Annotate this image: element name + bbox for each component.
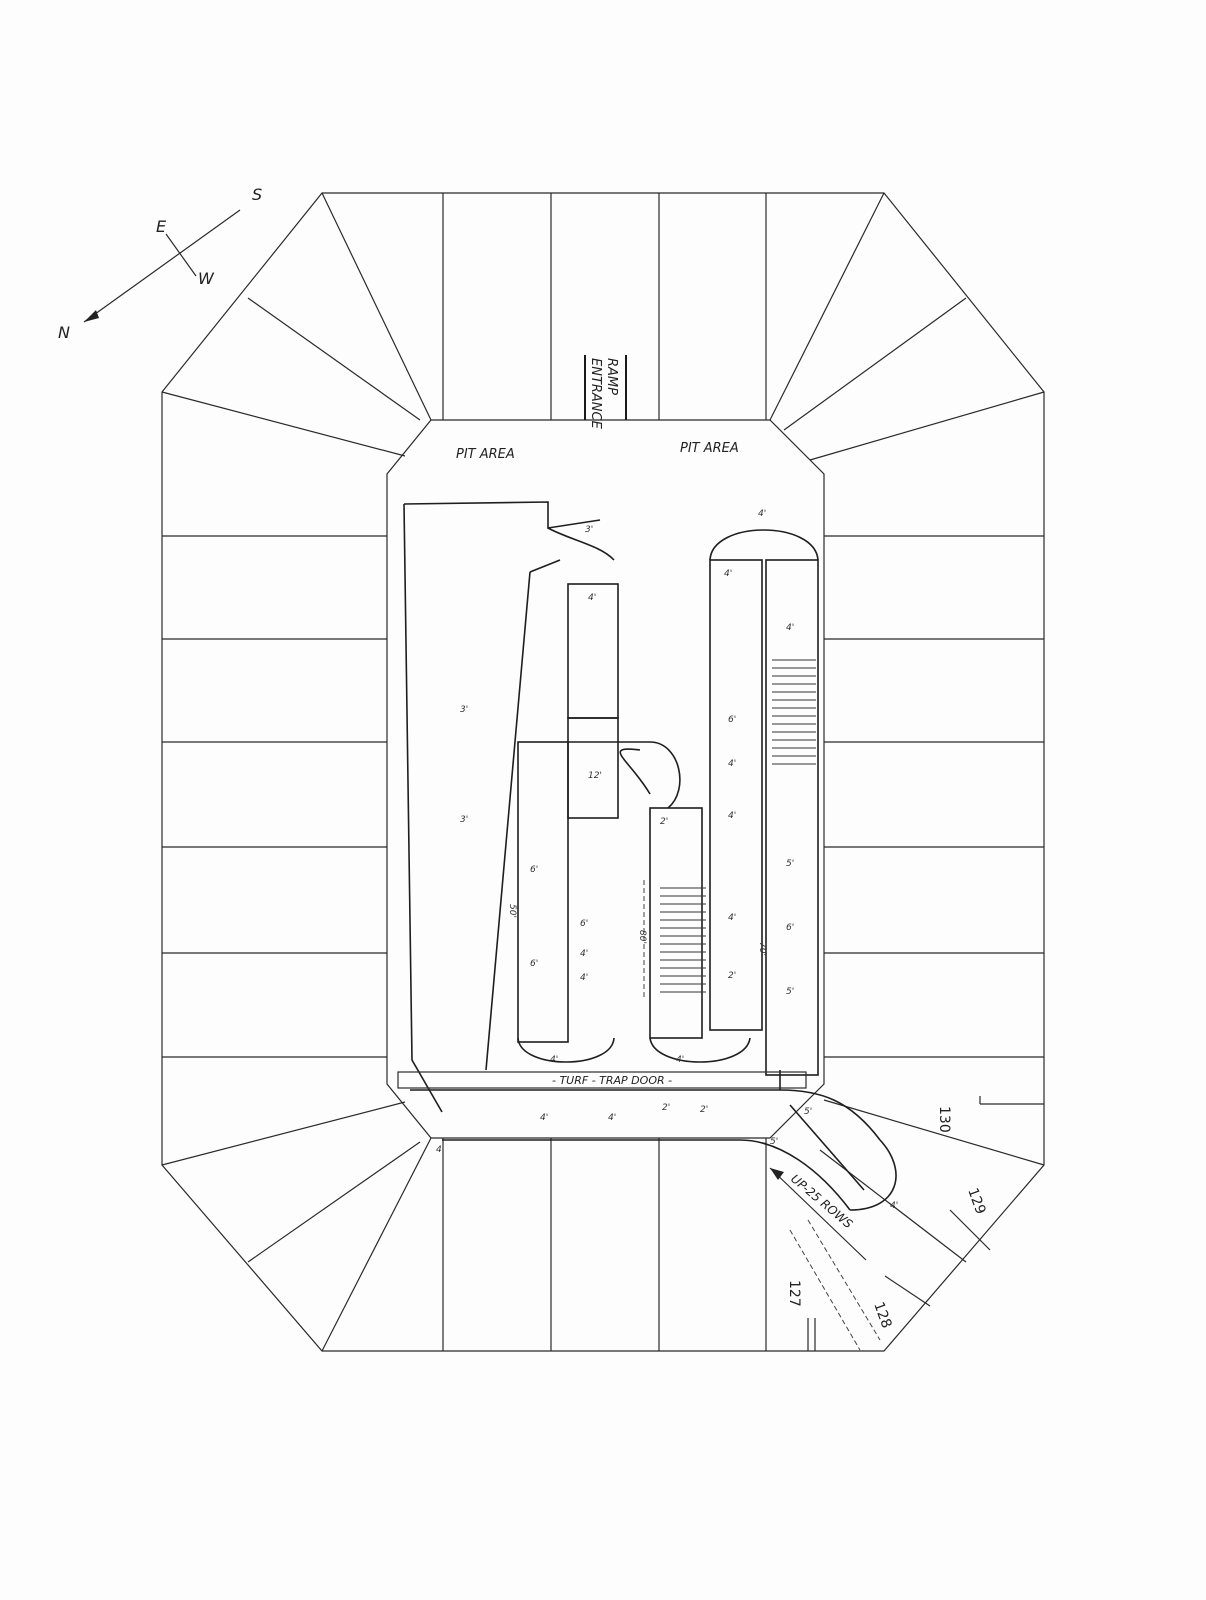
turf-trap-door: - TURF - TRAP DOOR - bbox=[397, 1071, 807, 1089]
jump-height: 4' bbox=[728, 811, 736, 821]
jump-height: 2' bbox=[662, 1103, 670, 1113]
jump-height: 4' bbox=[724, 569, 732, 579]
jump-height: 6' bbox=[530, 865, 538, 875]
jump-height: 5' bbox=[770, 1137, 778, 1147]
jump-height: 4' bbox=[786, 623, 794, 633]
jump-height: 4' bbox=[436, 1145, 444, 1155]
ramp-entrance: RAMP ENTRANCE bbox=[584, 355, 627, 430]
jump-height: 4' bbox=[580, 949, 588, 959]
jump-height: 4' bbox=[676, 1055, 684, 1065]
compass-east: E bbox=[156, 217, 167, 236]
jump-height: 4' bbox=[728, 913, 736, 923]
entrance-label: ENTRANCE bbox=[588, 358, 603, 430]
jump-height: 2' bbox=[728, 971, 736, 981]
jump-height: 3' bbox=[460, 815, 468, 825]
trap-door-label: - TURF - TRAP DOOR - bbox=[552, 1074, 672, 1087]
dimension-label: 70' bbox=[757, 942, 767, 956]
compass-north: N bbox=[58, 323, 70, 342]
jump-height: 4' bbox=[890, 1201, 898, 1211]
section-129: 129 bbox=[964, 1186, 988, 1217]
pit-area-left: PIT AREA bbox=[456, 447, 515, 462]
section-128: 128 bbox=[870, 1300, 894, 1331]
jump-height: 4' bbox=[580, 973, 588, 983]
jump-heights: 3' 3' 3' 4' 12' 2' 6' 6' 6' 4' 4' 4' 4' … bbox=[436, 509, 898, 1211]
jump-height: 4' bbox=[728, 759, 736, 769]
jump-height: 12' bbox=[588, 771, 602, 781]
section-127: 127 bbox=[786, 1280, 802, 1307]
jump-height: 4' bbox=[588, 593, 596, 603]
motocross-track bbox=[403, 501, 897, 1211]
section-130: 130 bbox=[936, 1106, 952, 1133]
jump-height: 4' bbox=[550, 1055, 558, 1065]
seating-sections: UP-25 ROWS 130 129 128 127 bbox=[769, 1096, 1044, 1351]
ramp-label: RAMP bbox=[604, 358, 619, 395]
compass-south: S bbox=[252, 185, 262, 204]
dimensions: 50' 80' 70' bbox=[507, 904, 767, 956]
compass-west: W bbox=[198, 269, 215, 288]
jump-height: 6' bbox=[530, 959, 538, 969]
stadium-outline bbox=[161, 192, 1045, 1352]
jump-height: 5' bbox=[786, 859, 794, 869]
dimension-label: 50' bbox=[507, 904, 517, 918]
up-ramp-label: UP-25 ROWS bbox=[788, 1172, 856, 1232]
jump-height: 2' bbox=[660, 817, 668, 827]
whoops-sections bbox=[643, 659, 816, 1000]
jump-height: 4' bbox=[608, 1113, 616, 1123]
pit-area-right: PIT AREA bbox=[680, 441, 739, 456]
jump-height: 6' bbox=[580, 919, 588, 929]
jump-height: 2' bbox=[700, 1105, 708, 1115]
jump-height: 4' bbox=[758, 509, 766, 519]
dimension-label: 80' bbox=[637, 930, 647, 944]
jump-height: 4' bbox=[540, 1113, 548, 1123]
jump-height: 6' bbox=[786, 923, 794, 933]
jump-height: 5' bbox=[804, 1107, 812, 1117]
jump-height: 6' bbox=[728, 715, 736, 725]
jump-height: 5' bbox=[786, 987, 794, 997]
compass: S E W N bbox=[58, 185, 262, 342]
jump-height: 3' bbox=[460, 705, 468, 715]
jump-height: 3' bbox=[585, 525, 593, 535]
